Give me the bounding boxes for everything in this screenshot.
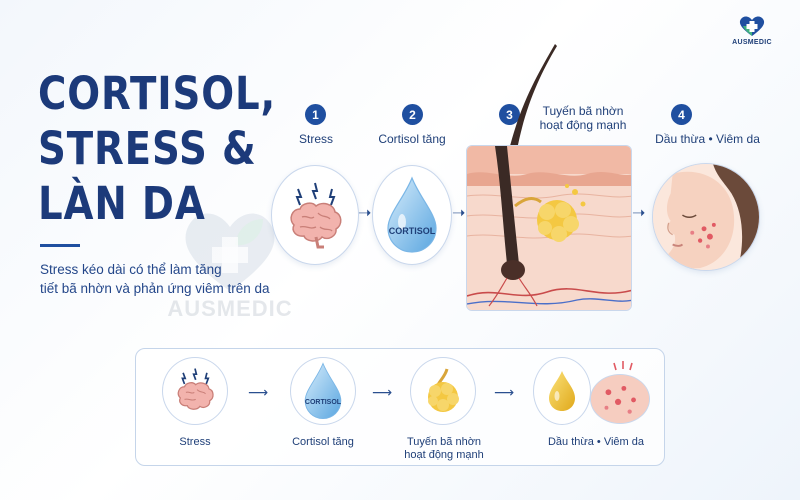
title-line-1: CORTISOL, [38,67,277,120]
step-2-circle: CORTISOL [372,165,452,265]
oil-inflamed-skin-icon [591,375,649,423]
inflammation-sparks-icon [613,361,633,371]
title-line-2: STRESS & [38,122,257,175]
step-3-number: 3 [499,104,520,125]
title-divider [40,244,80,247]
summary-item-3-circle [410,357,476,425]
arrow-2-3: ➝ [452,205,466,222]
summary-item-4-skin-circle [590,374,650,424]
logo-text: AUSMEDIC [732,39,772,46]
droplet-icon: CORTISOL [302,362,344,420]
heart-cross-icon [739,16,765,36]
subtitle: Stress kéo dài có thể làm tăng tiết bã n… [40,260,280,298]
summary-arrow-3: ⟶ [494,384,515,400]
watermark-text: AUSMEDIC [167,296,293,321]
title-line-3: LÀN DA [38,177,206,230]
summary-item-1-label: Stress [179,436,211,448]
summary-item-3-label-line-1: Tuyến bã nhờn [406,436,482,448]
hair-strand-icon [509,44,557,150]
subtitle-line-1: Stress kéo dài có thể làm tăng [40,262,222,277]
step-4-circle [652,163,760,271]
summary-arrow-1: ⟶ [248,384,269,400]
summary-item-3-label-line-2: hoạt động mạnh [404,449,484,461]
oil-drop-icon [549,371,575,411]
droplet-label: CORTISOL [304,399,342,406]
summary-arrow-2: ⟶ [372,384,393,400]
watermark: AUSMEDIC [150,205,310,322]
summary-item-2-circle: CORTISOL [290,357,356,425]
ausmedic-logo: AUSMEDIC [722,14,782,46]
step-1-number: 1 [305,104,326,125]
step-3-label-line-1: Tuyến bã nhờn [542,104,624,118]
watermark-heart-icon [185,213,275,291]
gland-icon [428,368,459,412]
droplet-label: CORTISOL [388,226,436,236]
brain-icon [290,182,342,249]
brain-icon [177,368,214,410]
sebaceous-gland-icon [467,146,631,310]
step-2-label: Cortisol tăng [378,132,446,146]
droplet-icon: CORTISOL [384,176,440,254]
step-3-label-line-2: hoạt động mạnh [539,118,627,132]
step-1-label: Stress [298,132,333,146]
step-4-label: Dầu thừa • Viêm da [655,132,760,146]
arrow-3-4: ➝ [632,205,646,222]
summary-item-1-circle [162,357,228,425]
summary-item-2-label: Cortisol tăng [292,436,354,448]
page-title: CORTISOL, STRESS & LÀN DA [38,66,277,231]
step-4-number: 4 [671,104,692,125]
step-3-label: Tuyến bã nhờn hoạt động mạnh [528,104,638,132]
face-acne-icon [653,164,759,270]
arrow-1-2: ➝ [358,205,372,222]
skin-cross-section [466,145,632,311]
step-1-circle [271,165,359,265]
subtitle-line-2: tiết bã nhờn và phản ứng viêm trên da [40,281,270,296]
summary-item-4-label: Dầu thừa • Viêm da [547,436,644,448]
summary-item-3-label: Tuyến bã nhờn hoạt động mạnh [392,436,496,462]
step-2-number: 2 [402,104,423,125]
summary-item-4-oil-circle [533,357,591,425]
